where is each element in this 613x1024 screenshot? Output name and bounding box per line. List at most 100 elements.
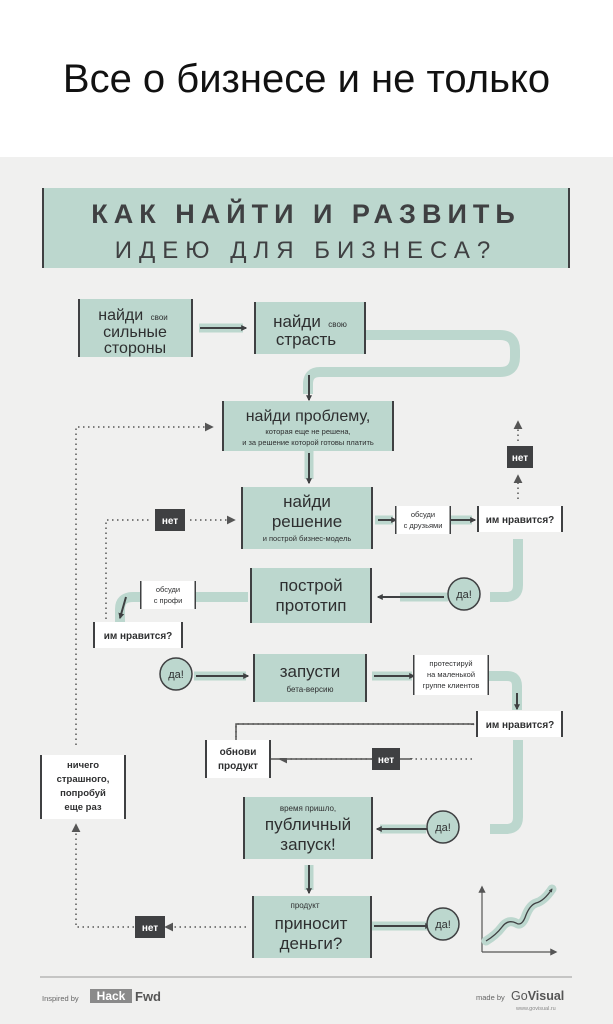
poster-title-banner: КАК НАЙТИ И РАЗВИТЬ ИДЕЮ ДЛЯ БИЗНЕСА?	[42, 188, 570, 268]
badge-no-1: нет	[507, 446, 533, 468]
badge-yes-1: да!	[447, 577, 481, 611]
step-profit-line1: приносит	[275, 914, 348, 933]
decision-like-3: им нравится?	[476, 711, 563, 737]
badge-no-4-label: нет	[142, 923, 158, 934]
note-test-group: протестируй на маленькой группе клиентов	[413, 655, 489, 695]
step-passion-small: свою	[328, 320, 347, 329]
step-retry-line1: ничего	[67, 760, 99, 771]
badge-no-2-label: нет	[162, 516, 178, 527]
note-test-line3: группе клиентов	[423, 681, 480, 690]
badge-yes-1-label: да!	[456, 589, 472, 601]
note-test-line1: протестируй	[429, 659, 472, 668]
step-strengths: найди свои сильные стороны	[78, 299, 193, 357]
step-problem-sub1: которая еще не решена,	[265, 427, 350, 436]
step-passion-line2: страсть	[276, 330, 336, 349]
step-strengths-main: найди	[98, 307, 143, 324]
step-launch: запусти бета-версию	[253, 654, 367, 702]
step-solution-line2: решение	[272, 512, 342, 531]
decision-like-1-label: им нравится?	[486, 515, 555, 526]
connector-prototype-to-like	[115, 592, 248, 622]
dotted-retry-to-problem	[75, 422, 214, 745]
badge-yes-4-label: да!	[435, 919, 451, 931]
footer-site: www.govisual.ru	[515, 1006, 556, 1012]
growth-chart-icon	[478, 884, 558, 956]
step-retry-line4: еще раз	[64, 802, 101, 813]
govisual-logo: GoVisual www.govisual.ru	[511, 989, 564, 1012]
decision-like-2-label: им нравится?	[104, 631, 173, 642]
step-profit: продукт приносит деньги?	[252, 896, 372, 958]
dotted-no-to-retry	[71, 823, 134, 928]
infographic: КАК НАЙТИ И РАЗВИТЬ ИДЕЮ ДЛЯ БИЗНЕСА?	[0, 157, 613, 1024]
step-retry-line3: попробуй	[60, 788, 106, 799]
poster-footer: Inspired by Hack Fwd made by GoVisual ww…	[40, 976, 572, 1012]
step-profit-sub: продукт	[291, 901, 320, 910]
poster-title-line2: ИДЕЮ ДЛЯ БИЗНЕСА?	[115, 237, 497, 264]
step-prototype: построй прототип	[250, 568, 372, 623]
badge-yes-2-label: да!	[168, 669, 184, 681]
note-friends-line2: с друзьями	[404, 521, 443, 530]
badge-yes-3: да!	[426, 810, 460, 844]
step-solution-sub: и построй бизнес-модель	[263, 534, 352, 543]
step-passion-main: найди	[273, 312, 321, 331]
badge-no-3: нет	[372, 748, 400, 770]
step-update-product: обнови продукт	[205, 740, 271, 778]
step-launch-line1: запусти	[280, 662, 341, 681]
decision-like-1: им нравится?	[477, 506, 563, 532]
note-pros-line1: обсуди	[156, 585, 180, 594]
step-update-line1: обнови	[220, 746, 257, 758]
step-problem-sub2: и за решение которой готовы платить	[242, 438, 374, 447]
step-launch-sub: бета-версию	[287, 685, 334, 694]
step-strengths-line2: сильные	[103, 324, 167, 341]
footer-go: Go	[511, 989, 528, 1003]
hackfwd-logo: Hack Fwd	[90, 989, 161, 1004]
badge-yes-2: да!	[159, 657, 193, 691]
connector-test-to-like	[489, 671, 522, 710]
step-solution-line1: найди	[283, 492, 331, 511]
note-test-line2: на маленькой	[427, 670, 475, 679]
badge-no-3-label: нет	[378, 755, 394, 766]
poster-title-line1: КАК НАЙТИ И РАЗВИТЬ	[91, 198, 521, 229]
header-title: Все о бизнесе и не только	[62, 56, 551, 101]
badge-no-4: нет	[135, 916, 165, 938]
step-public-line1: публичный	[265, 815, 351, 834]
svg-text:найди свои: найди свои	[98, 307, 167, 324]
step-retry: ничего страшного, попробуй еще раз	[40, 755, 126, 819]
footer-fwd: Fwd	[135, 989, 161, 1004]
step-public-sub: время пришло,	[280, 804, 336, 813]
step-prototype-line1: построй	[279, 576, 342, 595]
step-prototype-line2: прототип	[276, 596, 347, 615]
decision-like-3-label: им нравится?	[486, 720, 555, 731]
flow-connectors	[115, 330, 523, 834]
step-retry-line2: страшного,	[57, 774, 110, 785]
decision-like-2: им нравится?	[93, 622, 183, 648]
step-problem-main: найди проблему,	[246, 408, 371, 425]
badge-yes-3-label: да!	[435, 822, 451, 834]
step-public-launch: время пришло, публичный запуск!	[243, 797, 373, 859]
connector-like-to-prototype	[490, 539, 523, 602]
badge-no-1-label: нет	[512, 453, 528, 464]
step-solution: найди решение и построй бизнес-модель	[241, 487, 373, 549]
step-update-line2: продукт	[218, 761, 258, 772]
header: Все о бизнесе и не только	[0, 0, 613, 157]
step-passion: найди свою страсть	[254, 302, 366, 354]
step-public-line2: запуск!	[280, 835, 335, 854]
svg-text:найди свою: найди свою	[273, 312, 347, 331]
step-strengths-line3: стороны	[104, 340, 166, 357]
step-profit-line2: деньги?	[280, 934, 343, 953]
badge-no-2: нет	[155, 509, 185, 531]
footer-hack: Hack	[97, 989, 126, 1003]
note-discuss-friends: обсуди с друзьями	[395, 506, 451, 534]
dotted-connectors-2	[235, 723, 474, 760]
footer-visual: Visual	[528, 989, 565, 1003]
note-discuss-pros: обсуди с профи	[140, 581, 196, 609]
svg-text:GoVisual: GoVisual	[511, 989, 564, 1003]
note-friends-line1: обсуди	[411, 510, 435, 519]
step-strengths-small: свои	[151, 313, 168, 322]
footer-made-by: made by	[476, 993, 505, 1002]
flow-arrowheads	[118, 325, 520, 929]
step-problem: найди проблему, которая еще не решена, и…	[222, 401, 394, 451]
note-pros-line2: с профи	[154, 596, 183, 605]
footer-inspired-by: Inspired by	[42, 994, 79, 1003]
badge-yes-4: да!	[426, 907, 460, 941]
